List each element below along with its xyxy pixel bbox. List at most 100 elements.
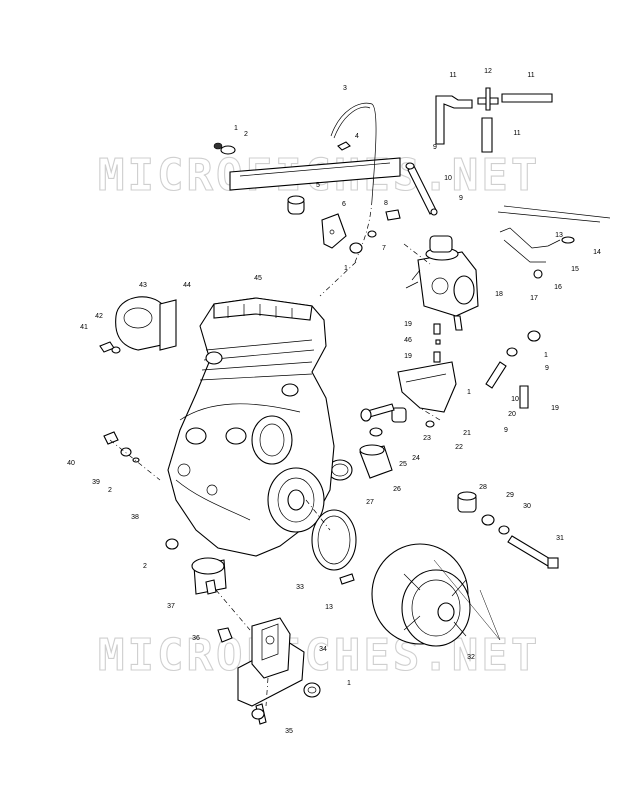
screw-bolt-24 (360, 403, 395, 422)
oring-25 (369, 427, 383, 437)
callout-c6: 6 (342, 201, 346, 208)
callout-c15: 15 (571, 266, 579, 273)
boot-26 (359, 444, 393, 479)
callout-c10b: 10 (511, 396, 519, 403)
fuel-line-10-lower (485, 361, 529, 409)
callout-c7: 7 (382, 245, 386, 252)
callout-c30: 30 (523, 503, 531, 510)
screw-8 (385, 209, 401, 221)
callout-c38: 38 (131, 514, 139, 521)
tube-19 (433, 323, 441, 363)
callout-c2c: 2 (143, 563, 147, 570)
screw-13-lower (339, 573, 355, 585)
bracket-21 (397, 361, 457, 413)
callout-c36: 36 (192, 635, 200, 642)
callout-c23: 23 (423, 435, 431, 442)
cable-3 (330, 102, 377, 263)
callout-c46: 46 (404, 337, 412, 344)
callout-c29: 29 (506, 492, 514, 499)
bolt-35 (251, 703, 267, 725)
nut-7 (349, 242, 363, 254)
callout-c2b: 2 (108, 487, 112, 494)
nut-1-bottom (303, 682, 321, 698)
assembly-lines (109, 243, 441, 707)
grommet-5 (287, 195, 305, 215)
callout-c9d: 9 (504, 427, 508, 434)
screw-41 (99, 341, 121, 354)
callout-c35: 35 (285, 728, 293, 735)
callout-c19b: 19 (404, 353, 412, 360)
callout-c4: 4 (355, 133, 359, 140)
bolt-31 (507, 535, 559, 569)
callout-c9c: 9 (545, 365, 549, 372)
washer-22 (425, 420, 435, 428)
callout-c11b: 11 (527, 72, 534, 79)
callout-c18: 18 (495, 291, 503, 298)
hose-11-vertical (481, 117, 493, 153)
spacer-28 (457, 491, 477, 513)
screw-40 (103, 431, 140, 463)
callout-c14: 14 (593, 249, 601, 256)
callout-c28: 28 (479, 484, 487, 491)
hose-11-elbow (435, 95, 473, 145)
nut-36 (217, 627, 233, 643)
nut-1-right (506, 330, 541, 357)
callout-c32: 32 (467, 654, 475, 661)
callout-c2a: 2 (244, 131, 248, 138)
callout-c11c: 11 (513, 130, 520, 137)
callout-c37: 37 (167, 603, 175, 610)
upper-bracket-strip (229, 157, 401, 191)
clamp-9 (405, 162, 415, 170)
callout-c21: 21 (463, 430, 471, 437)
engine-block (167, 297, 335, 557)
callout-c26: 26 (393, 486, 401, 493)
callout-c40: 40 (67, 460, 75, 467)
callout-c27: 27 (366, 499, 374, 506)
callout-c1d: 1 (467, 389, 471, 396)
washer-right (367, 230, 377, 238)
cover-33 (311, 509, 357, 571)
carburetor-18 (405, 235, 479, 331)
callout-c41: 41 (80, 324, 88, 331)
callout-c13a: 13 (555, 232, 563, 239)
washer-screw-1 (213, 142, 236, 155)
drive-clutch-32 (371, 543, 501, 647)
callout-c3: 3 (343, 85, 347, 92)
callout-c44: 44 (183, 282, 191, 289)
callout-c11a: 11 (449, 72, 456, 79)
throttle-linkage-15 (497, 205, 611, 279)
bracket-6 (321, 213, 347, 249)
callout-c19a: 19 (404, 321, 412, 328)
tee-fitting-12 (477, 87, 499, 111)
callout-c20: 20 (508, 411, 516, 418)
callout-c39: 39 (92, 479, 100, 486)
callout-c42: 42 (95, 313, 103, 320)
clamp-27 (327, 459, 353, 481)
isolator-23 (391, 407, 407, 423)
callout-c1a: 1 (234, 125, 238, 132)
washer-30 (498, 525, 510, 535)
callout-c12: 12 (484, 68, 492, 75)
callout-c5: 5 (316, 182, 320, 189)
callout-c9b: 9 (459, 195, 463, 202)
callout-c31: 31 (556, 535, 564, 542)
mount-bracket-34 (237, 617, 305, 707)
gasket-44 (159, 299, 177, 351)
callout-c19c: 19 (551, 405, 559, 412)
callout-c24: 24 (412, 455, 420, 462)
callout-c10a: 10 (444, 175, 452, 182)
callout-c9a: 9 (433, 144, 437, 151)
damper-37 (191, 557, 227, 595)
callout-c1c: 1 (544, 352, 548, 359)
callout-c33: 33 (296, 584, 304, 591)
callout-c25: 25 (399, 461, 407, 468)
intake-43 (115, 296, 167, 351)
callout-c13b: 13 (325, 604, 333, 611)
callout-c34: 34 (319, 646, 327, 653)
callout-c22: 22 (455, 444, 463, 451)
callout-c17: 17 (530, 295, 538, 302)
callout-c1b: 1 (344, 265, 348, 272)
washer-2-lower (165, 538, 179, 550)
